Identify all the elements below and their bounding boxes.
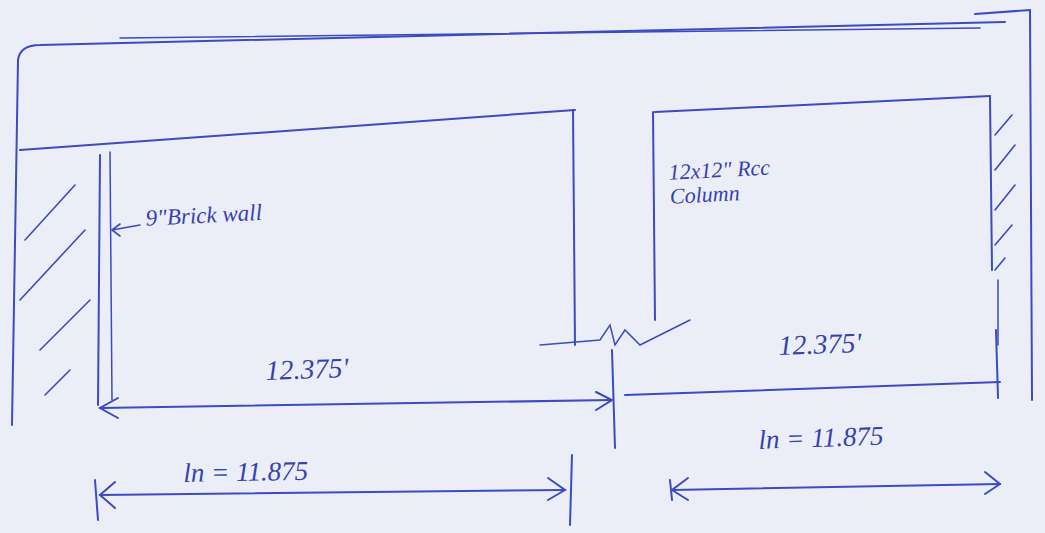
- span-dimension: 12.375': [262, 352, 352, 388]
- clear-span: ln = 11.875: [180, 456, 312, 490]
- clear-span: ln = 11.875: [755, 420, 887, 456]
- wall-note: 9"Brick wall: [142, 198, 269, 232]
- column-note: 12x12" Rcc Column: [665, 151, 833, 210]
- span-dimension: 12.375': [775, 327, 865, 363]
